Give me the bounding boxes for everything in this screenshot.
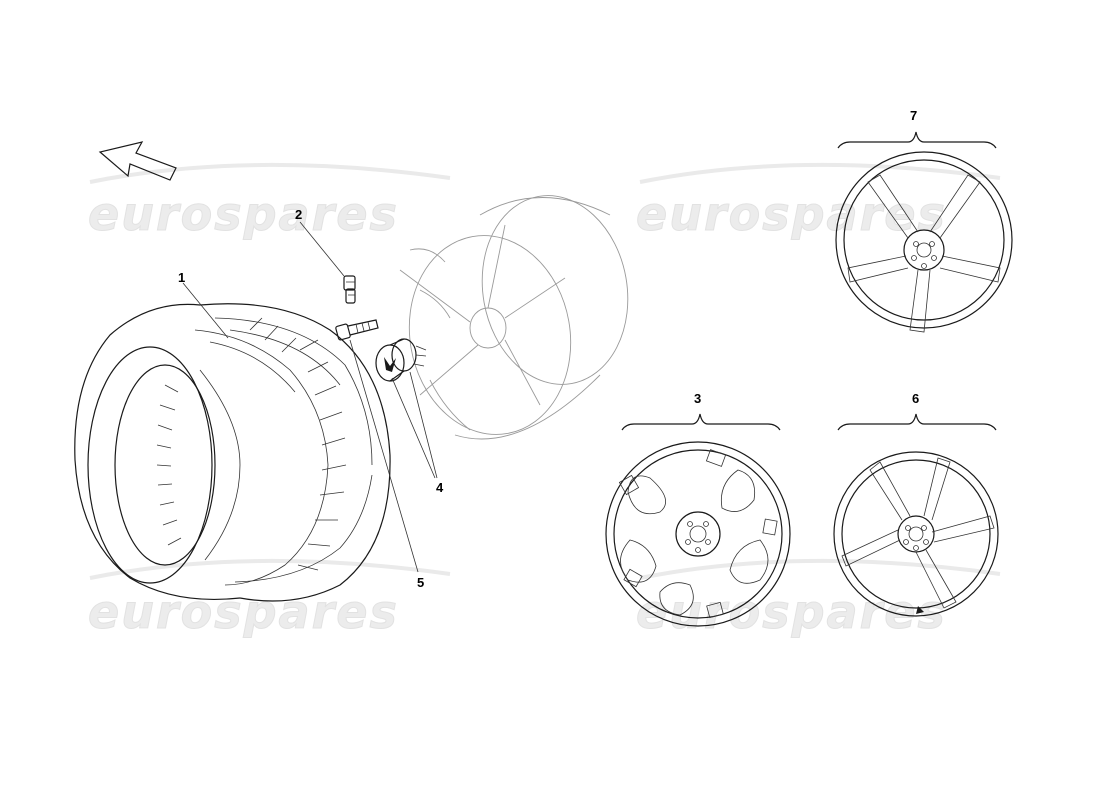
watermark-top-right: eurospares [636, 187, 947, 241]
watermark-swoosh [639, 162, 1001, 184]
centre-cap [375, 338, 427, 382]
wheel-bolt [335, 319, 379, 341]
bracket-6 [837, 413, 997, 431]
arrow-icon [98, 141, 177, 181]
callout-5: 5 [417, 575, 424, 590]
wheel-variant-6 [833, 413, 999, 617]
callout-2: 2 [295, 207, 302, 222]
callout-labels: 1 2 3 4 5 6 7 [178, 108, 919, 590]
leader-lines [182, 221, 438, 573]
callout-7: 7 [910, 108, 917, 123]
watermark-swoosh [89, 162, 451, 184]
watermark-swoosh [639, 558, 1001, 580]
leader-4 [391, 371, 438, 479]
callout-3: 3 [694, 391, 701, 406]
wheel-variant-3 [605, 413, 791, 627]
callout-1: 1 [178, 270, 185, 285]
bracket-7 [837, 131, 997, 149]
callout-4: 4 [436, 480, 444, 495]
watermark-swoosh [89, 558, 451, 580]
watermark-layer: eurospares eurospares eurospares eurospa… [88, 162, 1001, 640]
leader-5 [349, 339, 419, 573]
leader-1 [182, 282, 229, 339]
watermark-bottom-right: eurospares [636, 585, 947, 639]
valve [343, 275, 356, 304]
tyre [74, 303, 391, 602]
watermark-top-left: eurospares [88, 187, 399, 241]
rim-exploded [399, 195, 629, 440]
bracket-3 [621, 413, 781, 431]
watermark-bottom-left: eurospares [88, 585, 399, 639]
callout-6: 6 [912, 391, 919, 406]
leader-2 [299, 221, 345, 277]
wheel-variant-7 [835, 131, 1013, 333]
